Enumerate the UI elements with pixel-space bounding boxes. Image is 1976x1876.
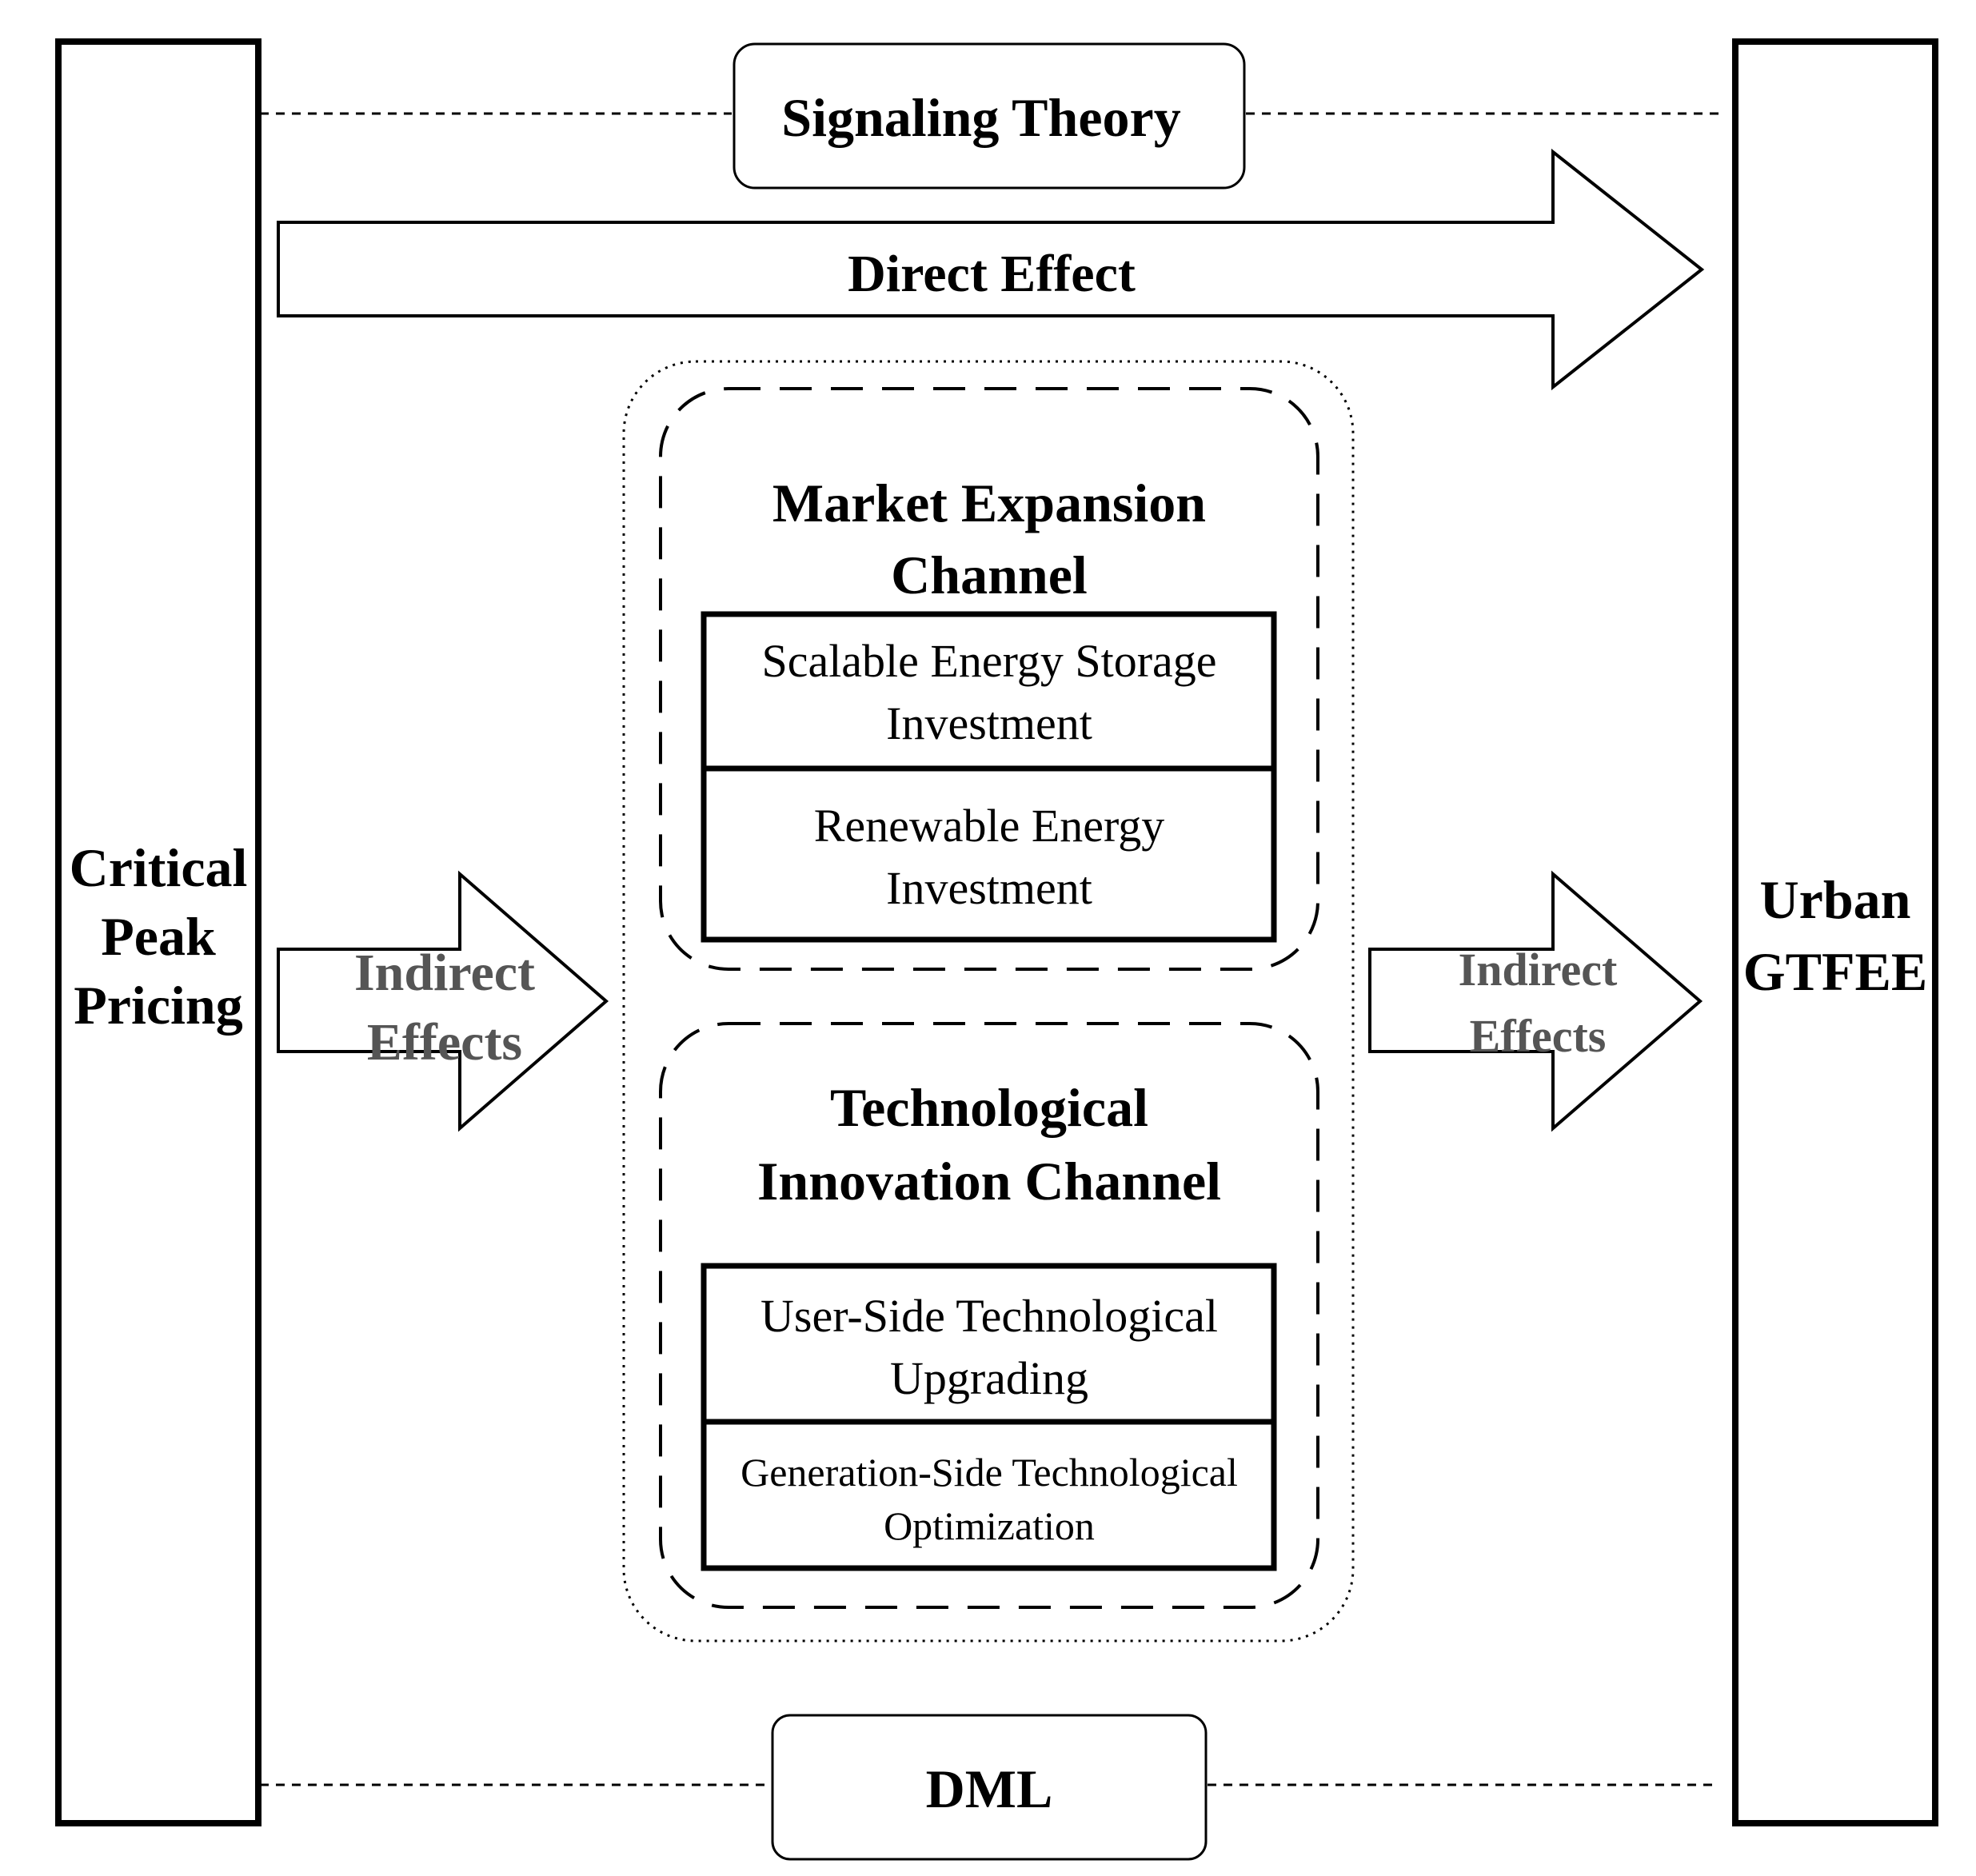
signaling-theory-box: Signaling Theory — [733, 42, 1246, 190]
indirect-right-line-2: Effects — [1470, 1010, 1607, 1062]
market-channel-title-line-2: Channel — [891, 545, 1088, 605]
renewable-energy-line-1: Renewable Energy — [814, 800, 1165, 852]
indirect-left-line-1: Indirect — [354, 944, 535, 1002]
tech-channel-title-line-1: Technological — [830, 1077, 1148, 1138]
user-side-line-2: Upgrading — [890, 1352, 1088, 1404]
renewable-energy-box: Renewable Energy Investment — [701, 765, 1277, 943]
scalable-storage-line-2: Investment — [886, 697, 1092, 749]
generation-side-line-1: Generation-Side Technological — [741, 1450, 1238, 1495]
critical-peak-pricing-box: Critical Peak Pricing — [55, 38, 261, 1826]
cpp-line-2: Peak — [101, 906, 216, 967]
cpp-line-1: Critical — [70, 837, 248, 898]
user-side-line-1: User-Side Technological — [760, 1290, 1218, 1342]
gtfee-line-2: GTFEE — [1743, 941, 1928, 1002]
renewable-energy-line-2: Investment — [886, 862, 1092, 914]
indirect-right-line-1: Indirect — [1459, 944, 1618, 996]
mechanism-container — [622, 360, 1355, 1642]
tech-channel-title-line-2: Innovation Channel — [757, 1151, 1221, 1211]
market-channel-title-line-1: Market Expansion — [772, 473, 1206, 533]
cpp-line-3: Pricing — [74, 975, 243, 1036]
indirect-left-line-2: Effects — [367, 1013, 522, 1072]
technological-innovation-channel: Technological Innovation Channel User-Si… — [659, 1022, 1319, 1609]
dml-label: DML — [926, 1758, 1053, 1819]
direct-effect-label: Direct Effect — [848, 245, 1136, 303]
dml-box: DML — [771, 1714, 1208, 1861]
scalable-storage-box: Scalable Energy Storage Investment — [701, 611, 1277, 772]
gtfee-line-1: Urban — [1760, 869, 1911, 930]
user-side-upgrading-box: User-Side Technological Upgrading — [701, 1263, 1277, 1425]
generation-side-line-2: Optimization — [884, 1503, 1095, 1548]
signaling-theory-label: Signaling Theory — [781, 87, 1180, 148]
market-expansion-channel: Market Expansion Channel Scalable Energy… — [659, 387, 1319, 971]
scalable-storage-line-1: Scalable Energy Storage — [761, 635, 1216, 687]
generation-side-optimization-box: Generation-Side Technological Optimizati… — [701, 1419, 1277, 1571]
direct-effect-arrow: Direct Effect — [277, 148, 1705, 391]
indirect-effects-arrow-left: Indirect Effects — [277, 870, 609, 1132]
urban-gtfee-box: Urban GTFEE — [1732, 38, 1938, 1826]
indirect-effects-arrow-right: Indirect Effects — [1368, 870, 1703, 1132]
